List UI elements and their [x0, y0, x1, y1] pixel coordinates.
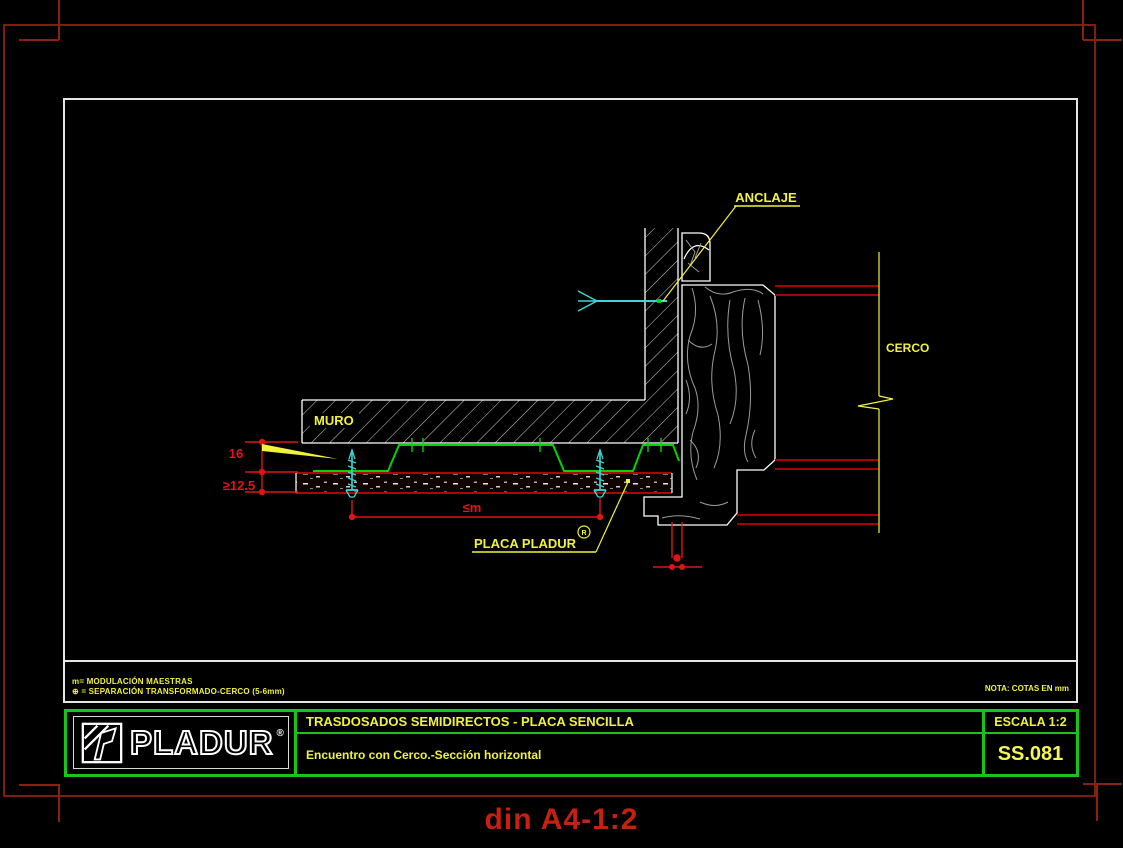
corner-mark-top-left-v: [58, 0, 60, 40]
sheet-subtitle: Encuentro con Cerco.-Sección horizontal: [306, 748, 542, 762]
corner-mark-top-right-h: [1083, 39, 1122, 41]
placa-board: [295, 472, 673, 494]
title-block-scale-cell: ESCALA 1:2 SS.081: [985, 712, 1076, 774]
corner-mark-bottom-left-h: [19, 784, 59, 786]
units-note: NOTA: COTAS EN mm: [984, 684, 1069, 693]
corner-mark-top-right-v: [1082, 0, 1084, 40]
legend-notes: m= MODULACIÓN MAESTRAS ⊕ = SEPARACIÓN TR…: [72, 677, 492, 697]
label-cerco-group: CERCO: [857, 252, 929, 533]
corner-mark-bottom-right-h: [1083, 783, 1122, 785]
label-placa-group: PLACA PLADUR R: [472, 479, 630, 553]
detail-drawing: MURO: [223, 190, 929, 571]
sheet-outer-border: [3, 24, 1096, 797]
legend-note-modulation: m= MODULACIÓN MAESTRAS: [72, 677, 193, 686]
title-block-titles-cell: TRASDOSADOS SEMIDIRECTOS - PLACA SENCILL…: [297, 712, 985, 774]
label-anclaje: ANCLAJE: [735, 190, 797, 205]
pladur-logo-icon: [81, 722, 123, 763]
pladur-logo-text: PLADUR: [129, 724, 274, 761]
dim-text-16: 16: [229, 446, 243, 461]
wood-grain: [661, 286, 764, 520]
format-label: din A4-1:2: [484, 803, 639, 836]
sheet-title: TRASDOSADOS SEMIDIRECTOS - PLACA SENCILL…: [306, 714, 634, 729]
notes-divider-line: [63, 660, 1078, 662]
dim-text-board: ≥12.5: [223, 478, 255, 493]
anclaje-anchor: [577, 245, 710, 312]
corner-mark-bottom-left-v: [58, 784, 60, 822]
drawing-frame: [63, 98, 1078, 703]
label-placa-reg: R: [581, 530, 586, 537]
label-muro: MURO: [314, 413, 354, 428]
title-block: PLADUR ® TRASDOSADOS SEMIDIRECTOS - PLAC…: [64, 709, 1079, 777]
separation-dimension: [653, 522, 702, 571]
label-placa: PLACA PLADUR: [474, 536, 577, 551]
sheet-code: SS.081: [997, 743, 1064, 765]
pladur-logo-reg: ®: [276, 728, 284, 739]
section-lines: [737, 285, 879, 525]
dimension-modulation: ≤m: [348, 498, 604, 521]
muro-wall-section: MURO: [301, 228, 679, 444]
maestra-omega-profile: [313, 438, 680, 472]
label-anclaje-group: ANCLAJE: [662, 190, 800, 302]
label-cerco: CERCO: [886, 341, 929, 355]
cerco-frame-section: [643, 284, 776, 526]
pladur-logo: PLADUR ®: [73, 716, 289, 769]
dimension-left: 16 ≥12.5: [223, 438, 298, 496]
corner-mark-top-left-h: [19, 39, 59, 41]
title-block-logo-cell: PLADUR ®: [67, 712, 297, 774]
gap-arrow: [262, 444, 338, 459]
cerco-top-piece: [681, 232, 711, 282]
dim-text-modulation: ≤m: [463, 500, 482, 515]
scale-label: ESCALA 1:2: [994, 715, 1067, 729]
legend-note-separation: ⊕ = SEPARACIÓN TRANSFORMADO-CERCO (5-6mm…: [72, 687, 285, 696]
corner-mark-bottom-right-v: [1096, 783, 1098, 821]
